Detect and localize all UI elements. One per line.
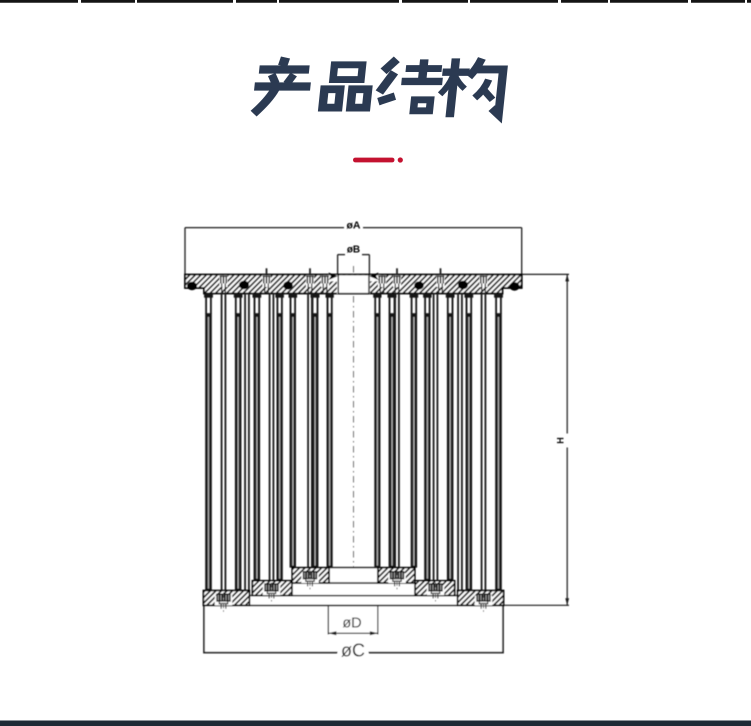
svg-text:H: H bbox=[556, 437, 566, 444]
svg-text:øD: øD bbox=[342, 616, 361, 632]
svg-text:øC: øC bbox=[341, 641, 365, 661]
svg-text:øA: øA bbox=[347, 220, 361, 232]
svg-text:øB: øB bbox=[347, 245, 360, 256]
